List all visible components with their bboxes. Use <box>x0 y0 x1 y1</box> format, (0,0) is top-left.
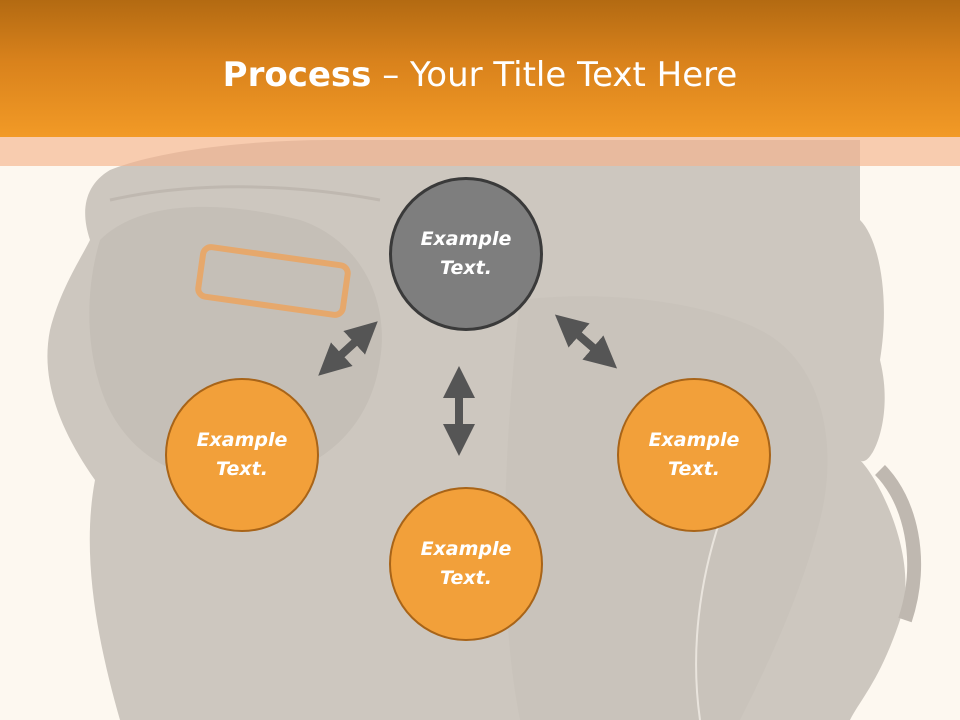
left-node: Example Text. <box>165 378 319 532</box>
right-node-label: Example Text. <box>648 429 740 480</box>
title-separator: – <box>371 55 411 95</box>
right-node: Example Text. <box>617 378 771 532</box>
arrow-right <box>554 314 618 369</box>
title-rest-text: Your Title Text Here <box>410 55 738 95</box>
center-node-label: Example Text. <box>420 228 512 279</box>
slide-title: Process – Your Title Text Here <box>0 50 960 100</box>
header-accent-band <box>0 137 960 166</box>
title-bold-text: Process <box>222 55 372 95</box>
arrow-left <box>318 321 378 376</box>
bottom-node-label: Example Text. <box>420 538 512 589</box>
center-node: Example Text. <box>389 177 543 331</box>
left-node-label: Example Text. <box>196 429 288 480</box>
bottom-node: Example Text. <box>389 487 543 641</box>
title-bar: Process – Your Title Text Here <box>0 0 960 137</box>
